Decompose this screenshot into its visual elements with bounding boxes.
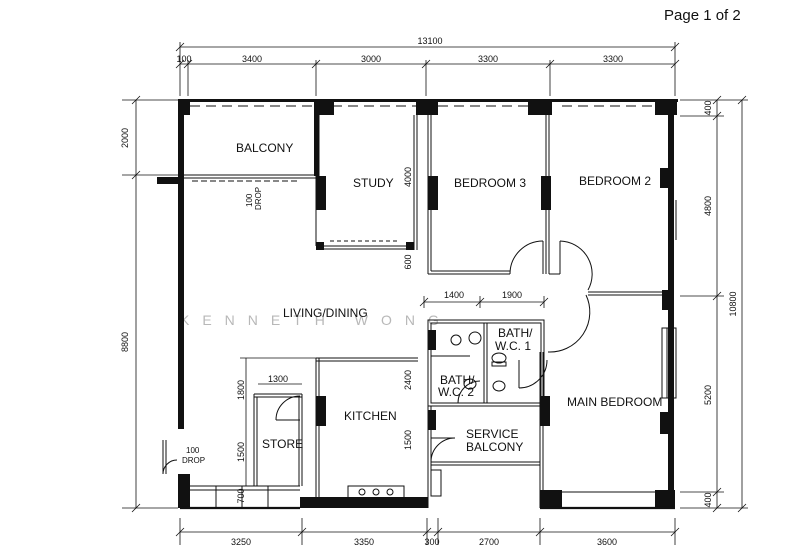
main-bedroom-room: MAIN BEDROOM — [539, 294, 662, 508]
dim-top-2: 3400 — [242, 54, 262, 64]
dim-bottom-1: 3250 — [231, 537, 251, 547]
room-label-store: STORE — [262, 437, 303, 451]
top-dimensions: 13100 100 3400 3000 3300 3300 — [175, 36, 680, 96]
room-label-service-balcony-line-1: SERVICE — [466, 427, 518, 441]
bottom-dimensions: 3250 3350 300 2700 3600 — [175, 518, 680, 547]
dim-service-depth: 1500 — [403, 430, 413, 450]
room-label-bath-1-line-1: BATH/ — [498, 326, 533, 340]
dim-top-3: 3000 — [361, 54, 381, 64]
dim-bottom-5: 3600 — [597, 537, 617, 547]
dim-bath-width-1: 1400 — [444, 290, 464, 300]
room-label-bath-2-line-1: BATH/ — [440, 373, 475, 387]
dim-store-width: 1300 — [268, 374, 288, 384]
entry-drop-text: DROP — [182, 456, 205, 465]
watermark: KENNETH WONG — [180, 312, 452, 328]
dim-left-balcony: 2000 — [120, 128, 130, 148]
outer-walls — [157, 99, 678, 510]
dim-store-depth-1: 1800 — [236, 380, 246, 400]
dim-bath-width-2: 1900 — [502, 290, 522, 300]
balcony-area: BALCONY 100 DROP — [184, 102, 319, 210]
dim-right-1: 400 — [703, 100, 713, 115]
dim-top-1: 100 — [176, 54, 191, 64]
dim-bottom-3: 300 — [424, 537, 439, 547]
balcony-drop-value: 100 — [245, 193, 254, 207]
dim-study-offset: 600 — [403, 254, 413, 269]
dim-bath-depth: 2400 — [403, 370, 413, 390]
room-label-bath-1-line-2: W.C. 1 — [495, 339, 531, 353]
dim-left-outer: 8800 — [120, 332, 130, 352]
room-label-bedroom-3: BEDROOM 3 — [454, 176, 526, 190]
dim-top-4: 3300 — [478, 54, 498, 64]
dim-store-depth-3: 700 — [236, 488, 246, 503]
study-room: STUDY 4000 600 — [315, 115, 418, 270]
dim-top-5: 3300 — [603, 54, 623, 64]
dim-bottom-2: 3350 — [354, 537, 374, 547]
dim-store-depth-2: 1500 — [236, 442, 246, 462]
room-label-service-balcony-line-2: BALCONY — [466, 440, 523, 454]
room-label-bath-2-line-2: W.C. 2 — [438, 385, 474, 399]
dim-right-2: 4800 — [703, 196, 713, 216]
balcony-drop-text: DROP — [254, 187, 263, 210]
room-label-bedroom-2: BEDROOM 2 — [579, 174, 651, 188]
dim-right-3: 5200 — [703, 385, 713, 405]
service-balcony-room: SERVICE BALCONY 1500 — [403, 406, 540, 508]
room-label-main-bedroom: MAIN BEDROOM — [567, 395, 662, 409]
bath-dimensions: 1400 1900 — [419, 290, 549, 308]
right-dimensions: 400 4800 5200 400 10800 — [680, 95, 748, 513]
bedroom-3-room: BEDROOM 3 — [427, 115, 551, 275]
dim-right-4: 400 — [703, 492, 713, 507]
left-dimensions: 2000 8800 — [120, 95, 178, 513]
dim-right-overall: 10800 — [728, 291, 738, 316]
kitchen-room: KITCHEN — [315, 357, 418, 500]
living-dining-room: LIVING/DINING 100 DROP — [162, 306, 368, 475]
room-label-kitchen: KITCHEN — [344, 409, 397, 423]
room-label-living-dining: LIVING/DINING — [283, 306, 368, 320]
page-label: Page 1 of 2 — [664, 7, 741, 24]
bedroom-2-room: BEDROOM 2 — [549, 174, 668, 296]
store-room: STORE 1300 1800 1500 700 — [236, 357, 318, 504]
entry-drop-value: 100 — [186, 446, 200, 455]
dim-overall-width: 13100 — [417, 36, 442, 46]
dim-study-depth: 4000 — [403, 167, 413, 187]
dim-bottom-4: 2700 — [479, 537, 499, 547]
bath-rooms: BATH/ W.C. 1 BATH/ W.C. 2 2400 — [403, 319, 548, 407]
room-label-balcony: BALCONY — [236, 141, 293, 155]
room-label-study: STUDY — [353, 176, 394, 190]
